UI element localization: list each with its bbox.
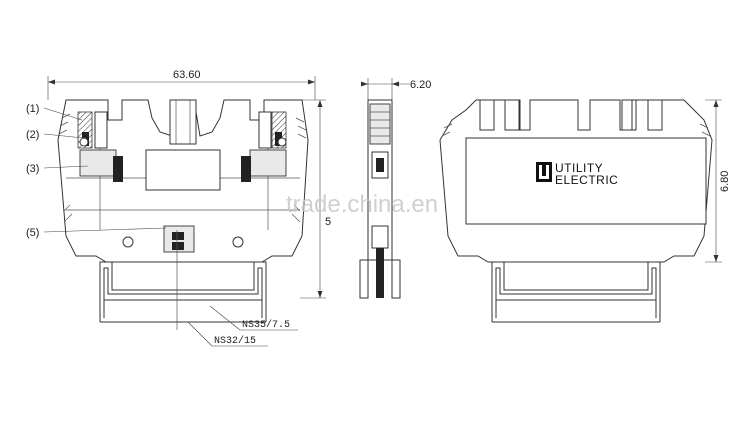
front-width-label: 63.60	[173, 69, 201, 81]
callout-1: (1)	[26, 103, 39, 115]
side-width-dimension: 6.20	[361, 78, 431, 100]
right-side-ribs	[291, 117, 307, 223]
side-width-label: 6.20	[410, 79, 431, 91]
rear-height-label: 6.80	[719, 171, 731, 192]
rail-contact	[122, 225, 244, 253]
left-side-ribs	[58, 113, 73, 223]
watermark: trade.china.en	[286, 191, 438, 218]
brand-logo: UTILITY ELECTRIC	[536, 161, 618, 187]
left-clamp	[77, 111, 123, 182]
din-rails	[99, 230, 267, 330]
front-view: 63.60 5	[26, 69, 331, 347]
side-view: 6.20	[359, 78, 431, 299]
front-height-dimension: 5	[300, 99, 331, 299]
callout-3: (3)	[26, 163, 39, 175]
rear-view: 6.80 UTILITY ELECTRIC	[439, 99, 731, 323]
callout-5: (5)	[26, 227, 39, 239]
front-width-dimension: 63.60	[47, 69, 316, 100]
callouts: (1) (2) (3) (5)	[26, 103, 167, 239]
logo-line-1: UTILITY	[555, 161, 603, 175]
rail-labels: NS35/7.5 NS32/15	[187, 305, 298, 347]
rear-height-dimension: 6.80	[705, 99, 731, 263]
right-clamp	[241, 111, 287, 182]
rear-din-rails	[491, 261, 661, 323]
rail-label-ns35: NS35/7.5	[242, 319, 290, 331]
callout-2: (2)	[26, 129, 39, 141]
rail-label-ns32: NS32/15	[214, 335, 256, 347]
logo-line-2: ELECTRIC	[555, 173, 618, 187]
front-height-label: 5	[325, 216, 331, 228]
